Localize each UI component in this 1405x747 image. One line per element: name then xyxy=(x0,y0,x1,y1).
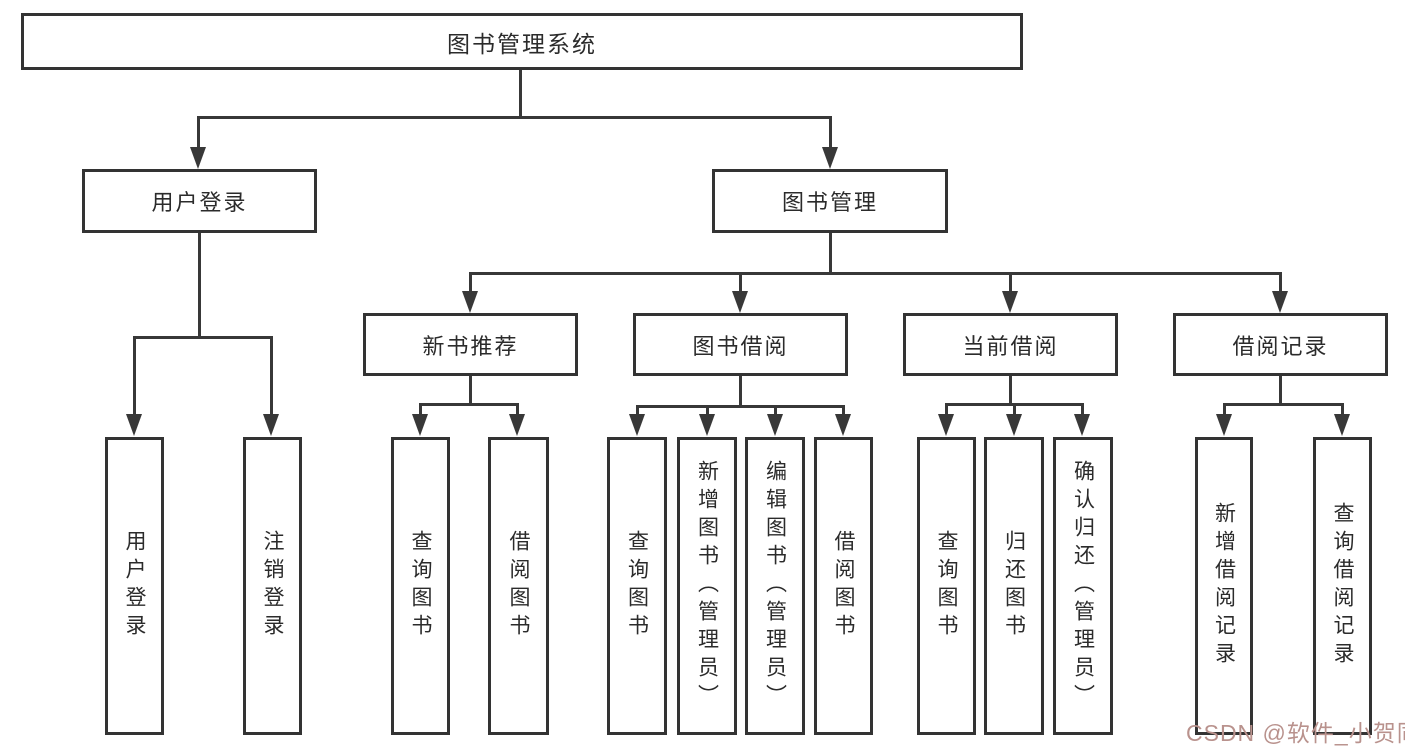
connector-line xyxy=(842,405,845,414)
arrow-down-icon xyxy=(835,414,851,436)
leaf-label: 借阅图书 xyxy=(832,530,855,642)
leaf-borrow-books: 借阅图书 xyxy=(814,437,873,735)
leaf-label: 查询图书 xyxy=(625,530,649,642)
connector-line xyxy=(1279,376,1282,405)
arrow-down-icon xyxy=(412,414,428,436)
connector-line xyxy=(1223,403,1226,414)
leaf-add-borrow-record: 新增借阅记录 xyxy=(1195,437,1253,735)
arrow-down-icon xyxy=(629,414,645,436)
leaf-label: 确认归还（管理员） xyxy=(1071,460,1095,712)
connector-line xyxy=(829,233,832,274)
arrow-down-icon xyxy=(126,414,142,436)
arrow-down-icon xyxy=(699,414,715,436)
leaf-query-books-borrowing: 查询图书 xyxy=(607,437,667,735)
connector-line xyxy=(516,403,519,414)
connector-line xyxy=(1009,272,1012,291)
arrow-down-icon xyxy=(190,147,206,169)
node-book-management: 图书管理 xyxy=(712,169,948,233)
leaf-add-book-admin: 新增图书（管理员） xyxy=(677,437,737,735)
connector-line xyxy=(198,233,201,338)
arrow-down-icon xyxy=(822,147,838,169)
arrow-down-icon xyxy=(1334,414,1350,436)
connector-line xyxy=(739,272,742,291)
node-user-login: 用户登录 xyxy=(82,169,317,233)
leaf-confirm-return-admin: 确认归还（管理员） xyxy=(1053,437,1113,735)
node-current-borrowing: 当前借阅 xyxy=(903,313,1118,376)
leaf-label: 查询借阅记录 xyxy=(1331,502,1354,670)
connector-line xyxy=(270,336,273,414)
connector-line xyxy=(636,405,845,408)
leaf-label: 注销登录 xyxy=(261,530,284,642)
connector-line xyxy=(519,70,522,116)
arrow-down-icon xyxy=(1216,414,1232,436)
connector-line xyxy=(945,403,948,414)
leaf-label: 编辑图书（管理员） xyxy=(763,460,787,712)
connector-line xyxy=(419,403,422,414)
arrow-down-icon xyxy=(509,414,525,436)
leaf-query-borrow-record: 查询借阅记录 xyxy=(1313,437,1372,735)
connector-line xyxy=(739,376,742,407)
node-new-book-recommendation: 新书推荐 xyxy=(363,313,578,376)
connector-line xyxy=(133,336,136,414)
leaf-user-login: 用户登录 xyxy=(105,437,164,735)
connector-line xyxy=(1341,403,1344,414)
connector-line xyxy=(197,116,831,119)
arrow-down-icon xyxy=(1006,414,1022,436)
leaf-return-books: 归还图书 xyxy=(984,437,1044,735)
arrow-down-icon xyxy=(1002,291,1018,313)
arrow-down-icon xyxy=(767,414,783,436)
leaf-label: 借阅图书 xyxy=(507,530,530,642)
leaf-borrow-books-recommend: 借阅图书 xyxy=(488,437,549,735)
leaf-edit-book-admin: 编辑图书（管理员） xyxy=(745,437,805,735)
leaf-query-books-recommend: 查询图书 xyxy=(391,437,450,735)
leaf-label: 新增图书（管理员） xyxy=(695,460,719,712)
arrow-down-icon xyxy=(263,414,279,436)
connector-line xyxy=(1009,376,1012,405)
connector-line xyxy=(469,272,472,291)
arrow-down-icon xyxy=(462,291,478,313)
arrow-down-icon xyxy=(732,291,748,313)
connector-line xyxy=(469,272,1281,275)
connector-line xyxy=(1279,272,1282,291)
connector-line xyxy=(133,336,272,339)
node-borrowing-records: 借阅记录 xyxy=(1173,313,1388,376)
leaf-label: 查询图书 xyxy=(935,530,958,642)
connector-line xyxy=(636,405,639,414)
leaf-label: 归还图书 xyxy=(1002,530,1026,642)
connector-line xyxy=(1223,403,1344,406)
leaf-label: 新增借阅记录 xyxy=(1212,502,1236,670)
connector-line xyxy=(419,403,519,406)
arrow-down-icon xyxy=(1074,414,1090,436)
connector-line xyxy=(829,116,832,148)
leaf-label: 用户登录 xyxy=(123,530,146,642)
connector-line xyxy=(469,376,472,405)
leaf-logout: 注销登录 xyxy=(243,437,302,735)
leaf-query-books-current: 查询图书 xyxy=(917,437,976,735)
node-library-management-system: 图书管理系统 xyxy=(21,13,1023,70)
connector-line xyxy=(197,116,200,148)
connector-line xyxy=(1081,403,1084,414)
connector-line xyxy=(1013,403,1016,414)
connector-line xyxy=(706,405,709,414)
arrow-down-icon xyxy=(938,414,954,436)
watermark: CSDN @软件_小贺同学 xyxy=(1186,720,1405,746)
leaf-label: 查询图书 xyxy=(409,530,432,642)
node-book-borrowing: 图书借阅 xyxy=(633,313,848,376)
connector-line xyxy=(774,405,777,414)
arrow-down-icon xyxy=(1272,291,1288,313)
